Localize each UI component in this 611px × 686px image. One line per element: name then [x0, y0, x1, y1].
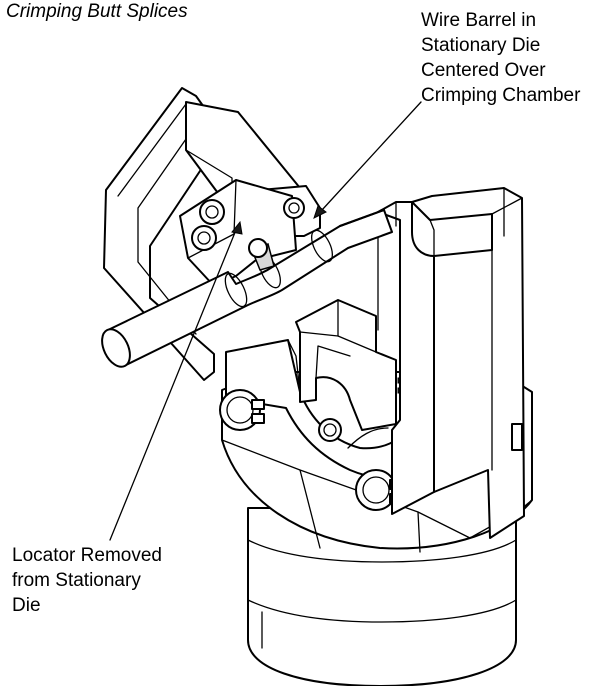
- tool-frame-arm: [377, 187, 525, 539]
- moving-die-block: [295, 299, 397, 442]
- leader-line-locator: [109, 229, 237, 541]
- callout-wire-barrel-line-4: Crimping Chamber: [421, 85, 581, 106]
- leader-arrow-wire-barrel: [313, 205, 327, 219]
- callout-locator-removed-line-1: Locator Removed: [12, 545, 162, 566]
- leader-lines: [109, 101, 422, 541]
- figure-title: Crimping Butt Splices: [6, 1, 188, 22]
- leader-arrow-locator: [231, 220, 243, 235]
- callout-wire-barrel-line-3: Centered Over: [421, 60, 546, 81]
- callout-wire-barrel-line-1: Wire Barrel in: [421, 10, 537, 31]
- pin-head-left: [219, 389, 265, 431]
- leader-line-wire-barrel: [321, 101, 422, 211]
- callout-locator-removed: Locator Removed from Stationary Die: [12, 543, 162, 618]
- callout-locator-removed-line-2: from Stationary: [12, 570, 141, 591]
- butt-splice-wire: [101, 209, 393, 368]
- callout-wire-barrel-line-2: Stationary Die: [421, 35, 541, 56]
- callout-locator-removed-line-3: Die: [12, 595, 41, 616]
- callout-wire-barrel: Wire Barrel in Stationary Die Centered O…: [421, 8, 580, 108]
